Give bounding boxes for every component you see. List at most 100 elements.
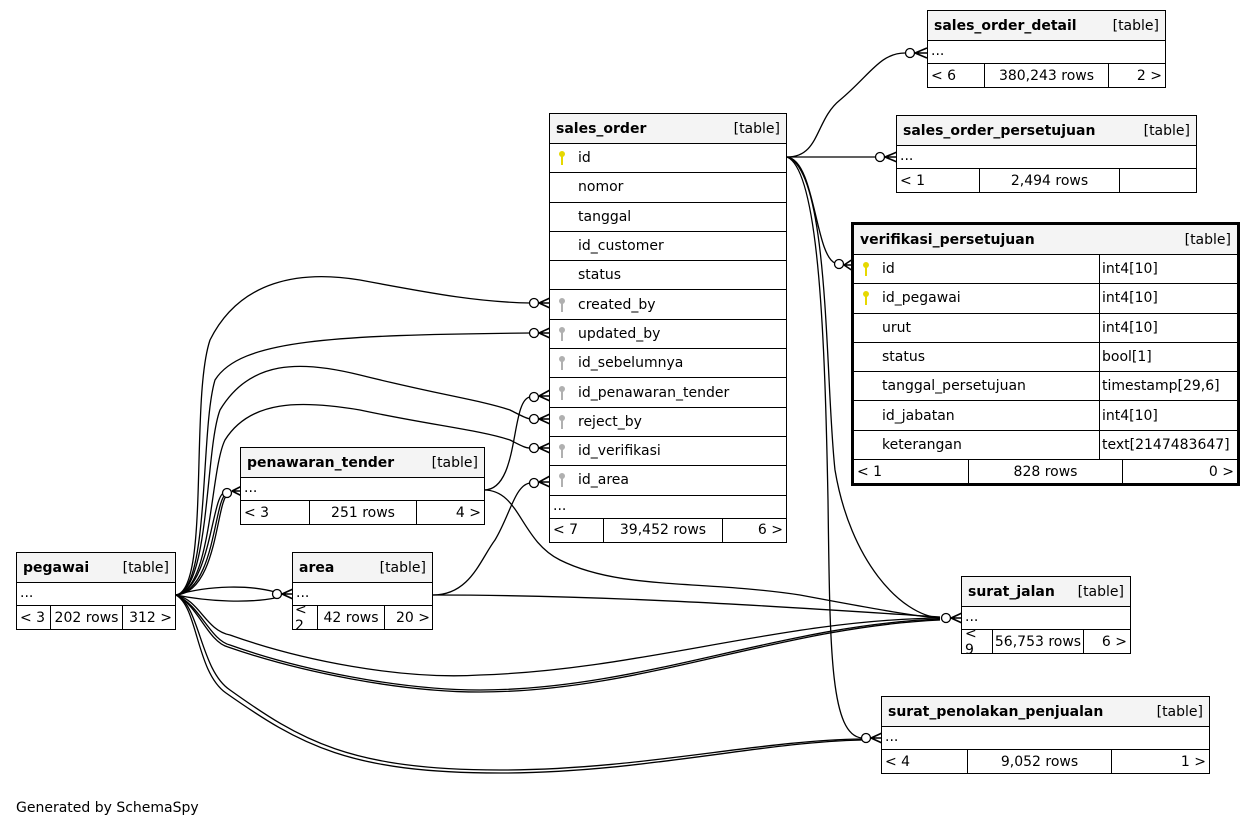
foreign-key-icon xyxy=(558,472,572,488)
edge-pegawai-to-surat-jalan xyxy=(175,594,941,677)
column-row[interactable]: id_penawaran_tender xyxy=(550,378,786,408)
table-sales-order-detail[interactable]: sales_order_detail [table] ... < 6 380,2… xyxy=(927,10,1166,88)
row-count: 828 rows xyxy=(968,460,1123,484)
children-link[interactable]: 2 > xyxy=(1136,67,1162,84)
zero-many-marker xyxy=(904,47,916,59)
row-count: 39,452 rows xyxy=(603,518,723,542)
table-sales-order[interactable]: sales_order [table] id nomor tanggal id_cus… xyxy=(549,113,787,543)
column-name: nomor xyxy=(578,179,624,196)
parents-link[interactable]: < 6 xyxy=(931,67,957,84)
table-header: surat_jalan [table] xyxy=(962,577,1130,607)
table-surat-penolakan-penjualan[interactable]: surat_penolakan_penjualan [table] ... < … xyxy=(881,696,1210,774)
foreign-key-icon xyxy=(558,355,572,371)
primary-key-icon xyxy=(862,261,876,277)
columns-collapsed: ... xyxy=(928,41,1165,64)
table-footer: < 4 9,052 rows 1 > xyxy=(882,750,1209,773)
table-kind: [table] xyxy=(379,559,426,576)
parents-link[interactable]: < 3 xyxy=(20,609,46,626)
zero-many-marker xyxy=(221,487,233,499)
parents-link[interactable]: < 2 xyxy=(295,601,307,634)
row-count: 2,494 rows xyxy=(979,169,1120,192)
table-footer: < 3 202 rows 312 > xyxy=(17,606,175,629)
table-kind: [table] xyxy=(1112,17,1159,34)
edge-sales-order-to-verifikasi-persetujuan xyxy=(786,156,836,264)
zero-many-marker xyxy=(528,477,540,489)
foreign-key-icon xyxy=(558,414,572,430)
table-area[interactable]: area [table] ... < 2 42 rows 20 > xyxy=(292,552,433,634)
zero-many-marker xyxy=(528,391,540,403)
row-count: 251 rows xyxy=(309,501,417,524)
zero-many-marker xyxy=(874,151,886,163)
children-link[interactable]: 4 > xyxy=(455,504,481,521)
table-header: verifikasi_persetujuan [table] xyxy=(854,225,1237,255)
foreign-key-icon xyxy=(558,443,572,459)
column-row[interactable]: id_area xyxy=(550,466,786,496)
column-type: int4[10] xyxy=(1099,284,1237,313)
zero-many-marker xyxy=(271,588,283,600)
parents-link[interactable]: < 3 xyxy=(244,504,270,521)
edge-area-to-surat-jalan xyxy=(432,594,941,618)
column-row[interactable]: id_sebelumnya xyxy=(550,349,786,379)
column-row[interactable]: tanggal xyxy=(550,203,786,232)
column-row[interactable]: status xyxy=(550,261,786,291)
column-name: updated_by xyxy=(578,325,661,342)
children-link[interactable]: 1 > xyxy=(1180,753,1206,770)
children-link[interactable]: 6 > xyxy=(1101,633,1127,650)
table-name: surat_jalan xyxy=(968,583,1055,600)
table-header: sales_order [table] xyxy=(550,114,786,144)
parents-link[interactable]: < 7 xyxy=(553,522,579,539)
zero-many-marker xyxy=(833,258,845,270)
parents-link[interactable]: < 4 xyxy=(885,753,911,770)
column-row[interactable]: id_verifikasi xyxy=(550,437,786,467)
column-type: int4[10] xyxy=(1099,401,1237,430)
children-link[interactable] xyxy=(1120,169,1196,192)
table-surat-jalan[interactable]: surat_jalan [table] ... < 9 56,753 rows … xyxy=(961,576,1131,658)
column-row[interactable]: reject_by xyxy=(550,408,786,437)
table-sales-order-persetujuan[interactable]: sales_order_persetujuan [table] ... < 1 … xyxy=(896,115,1197,193)
column-row[interactable]: updated_by xyxy=(550,320,786,350)
column-row[interactable]: nomor xyxy=(550,173,786,203)
foreign-key-icon xyxy=(558,297,572,313)
children-link[interactable]: 6 > xyxy=(757,522,783,539)
generator-credit: Generated by SchemaSpy xyxy=(16,800,199,816)
table-name: area xyxy=(299,559,335,576)
parents-link[interactable]: < 1 xyxy=(857,463,883,480)
children-link[interactable]: 20 > xyxy=(396,609,430,626)
foreign-key-icon xyxy=(558,385,572,401)
primary-key-icon xyxy=(862,290,876,306)
table-footer: < 6 380,243 rows 2 > xyxy=(928,64,1165,87)
zero-many-marker xyxy=(528,442,540,454)
column-type: int4[10] xyxy=(1099,313,1237,342)
children-link[interactable]: 0 > xyxy=(1208,463,1234,480)
table-header: pegawai [table] xyxy=(17,553,175,583)
table-kind: [table] xyxy=(1143,122,1190,139)
parents-link[interactable]: < 9 xyxy=(965,625,977,658)
zero-many-marker xyxy=(940,612,952,624)
columns-collapsed: ... xyxy=(241,478,484,501)
table-footer: < 1 828 rows 0 > xyxy=(854,460,1237,484)
row-count: 380,243 rows xyxy=(984,64,1109,87)
column-row[interactable]: id xyxy=(550,144,786,174)
table-header: sales_order_detail [table] xyxy=(928,11,1165,41)
column-name: status xyxy=(578,267,622,284)
column-name: keterangan xyxy=(882,436,962,453)
table-pegawai[interactable]: pegawai [table] ... < 3 202 rows 312 > xyxy=(16,552,176,630)
children-link[interactable]: 312 > xyxy=(129,609,172,626)
column-name: id_penawaran_tender xyxy=(578,384,730,401)
column-row[interactable]: created_by xyxy=(550,290,786,320)
column-row[interactable]: id_customer xyxy=(550,232,786,262)
table-footer: < 7 39,452 rows 6 > xyxy=(550,518,786,542)
column-name: tanggal xyxy=(578,208,632,225)
table-penawaran-tender[interactable]: penawaran_tender [table] ... < 3 251 row… xyxy=(240,447,485,525)
table-kind: [table] xyxy=(1077,583,1124,600)
table-kind: [table] xyxy=(733,120,780,137)
parents-link[interactable]: < 1 xyxy=(900,172,926,189)
